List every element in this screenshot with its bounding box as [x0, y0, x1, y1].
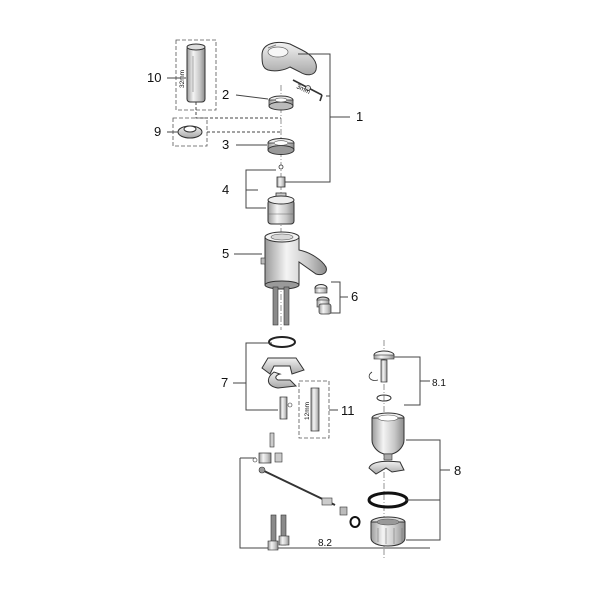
callout-labels: 1 2 3 4 5 6 7 8 8.1 8.2 9 10 11 — [147, 70, 461, 549]
callout-5: 5 — [222, 246, 229, 261]
callout-8-1: 8.1 — [432, 378, 446, 389]
waste-body — [367, 412, 450, 547]
callout-7: 7 — [221, 375, 228, 390]
cap-ring — [235, 94, 294, 111]
callout-10: 10 — [147, 70, 161, 85]
lever-handle — [261, 41, 317, 76]
callout-4: 4 — [222, 182, 229, 197]
callout-bracket-1 — [281, 53, 350, 183]
center-axis — [280, 85, 385, 560]
pop-up-rod-assembly — [239, 432, 430, 551]
spacer-length-note: 12mm — [304, 402, 311, 420]
callout-6: 6 — [351, 289, 358, 304]
mounting-set — [233, 336, 305, 420]
callout-2: 2 — [222, 87, 229, 102]
extension-length-note: 32mm — [179, 70, 186, 88]
hex-key: 3mm — [292, 79, 323, 102]
cartridge-set — [245, 164, 295, 225]
callout-9: 9 — [154, 124, 161, 139]
faucet-body — [234, 231, 327, 326]
callout-3: 3 — [222, 137, 229, 152]
callout-8: 8 — [454, 463, 461, 478]
cartridge-nut — [236, 138, 295, 155]
extension-part: 32mm — [167, 39, 281, 119]
spacer-part: 12mm — [298, 380, 338, 439]
pop-up-plug — [368, 350, 430, 406]
aerator-set — [314, 281, 348, 315]
insert-part — [167, 117, 281, 147]
callout-11: 11 — [341, 403, 355, 418]
callout-8-2: 8.2 — [318, 538, 332, 549]
callout-1: 1 — [356, 109, 363, 124]
